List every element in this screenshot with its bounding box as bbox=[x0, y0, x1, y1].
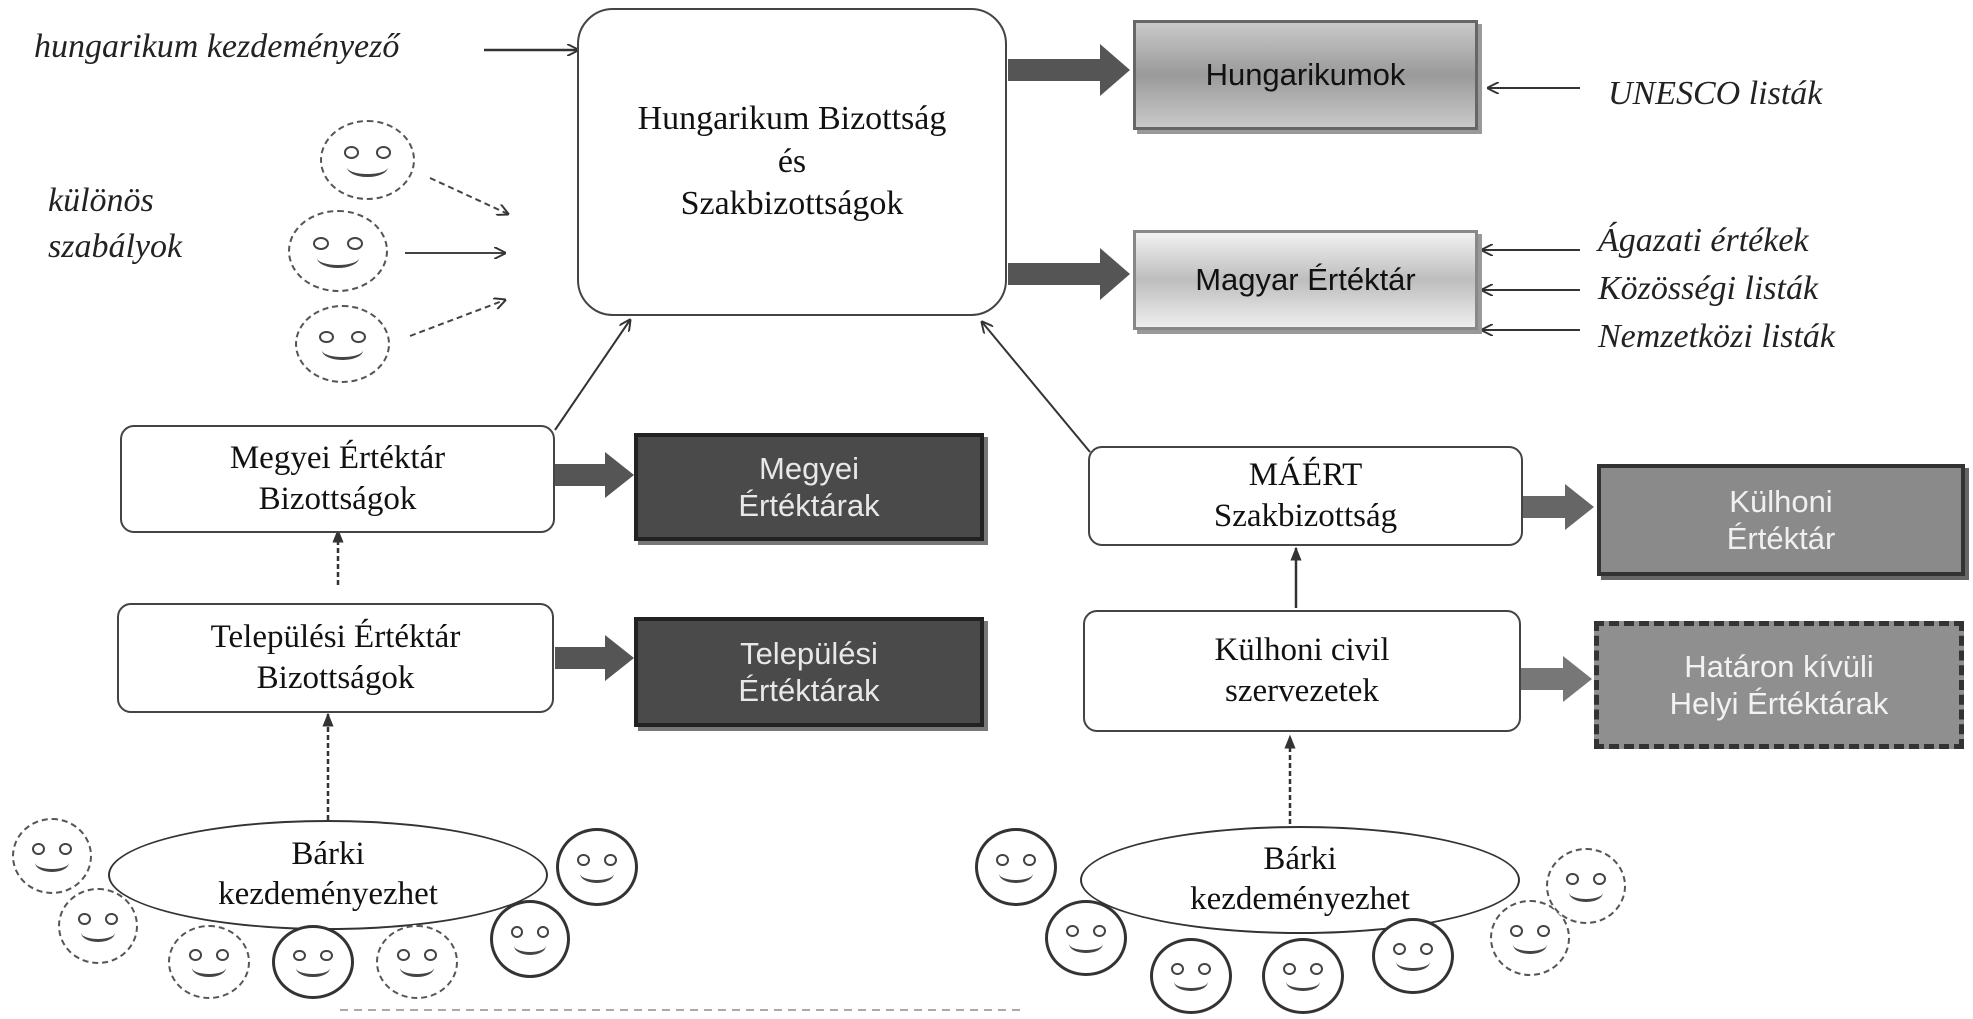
telepulesi-ertektarak-line-1: Települési bbox=[740, 635, 878, 671]
smiley-face-icon bbox=[288, 210, 388, 292]
hatairon-kivuli-box: Határon kívüli Helyi Értéktárak bbox=[1594, 621, 1964, 749]
special-rules-line-1: különös bbox=[48, 182, 154, 219]
telepulesi-committee-box: Települési Értéktár Bizottságok bbox=[117, 603, 554, 713]
telepulesi-committee-line-2: Bizottságok bbox=[256, 660, 415, 696]
anyone-ellipse-left: Bárki kezdeményezhet bbox=[108, 820, 548, 930]
committee-line-2: és bbox=[777, 142, 807, 180]
fat-arrow-to-magyar-ertektar bbox=[1008, 248, 1130, 300]
kulhoni-civil-line-1: Külhoni civil bbox=[1214, 631, 1390, 668]
smiley-face-icon bbox=[1150, 938, 1232, 1014]
committee-line-3: Szakbizottságok bbox=[680, 185, 904, 223]
smiley-face-icon bbox=[320, 120, 415, 200]
hatairon-kivuli-line-2: Helyi Értéktárak bbox=[1669, 686, 1889, 721]
megyei-ertektarak-box: Megyei Értéktárak bbox=[634, 433, 984, 541]
arrow-megyei-to-center bbox=[554, 320, 630, 431]
smiley-face-icon bbox=[272, 925, 354, 999]
anyone-right-line-2: kezdeményezhet bbox=[1190, 881, 1410, 917]
fat-arrow-telepulesi bbox=[555, 635, 634, 681]
anyone-ellipse-right: Bárki kezdeményezhet bbox=[1080, 826, 1520, 934]
anyone-left-line-1: Bárki bbox=[291, 836, 365, 873]
megyei-ertektarak-line-2: Értéktárak bbox=[738, 488, 880, 523]
kulhoni-ertektar-line-1: Külhoni bbox=[1729, 483, 1833, 519]
kulhoni-ertektar-box: Külhoni Értéktár bbox=[1597, 464, 1965, 576]
anyone-left-line-2: kezdeményezhet bbox=[218, 876, 438, 912]
hungarikum-committee-box: Hungarikum Bizottság és Szakbizottságok bbox=[577, 8, 1007, 316]
anyone-right-line-1: Bárki bbox=[1263, 841, 1337, 878]
smiley-face-icon bbox=[376, 925, 458, 999]
fat-arrow-kulhoni bbox=[1523, 484, 1594, 530]
megyei-committee-line-1: Megyei Értéktár bbox=[229, 439, 446, 476]
initiator-label: hungarikum kezdeményező bbox=[34, 28, 400, 65]
smiley-face-icon bbox=[168, 925, 250, 999]
smiley-face-icon bbox=[1490, 900, 1570, 976]
maert-line-2: Szakbizottság bbox=[1213, 498, 1398, 534]
maert-committee-box: MÁÉRT Szakbizottság bbox=[1088, 446, 1523, 546]
fat-arrow-to-hungarikumok bbox=[1008, 44, 1130, 96]
smiley-face-icon bbox=[975, 828, 1057, 906]
fat-arrow-megyei bbox=[555, 452, 634, 498]
megyei-ertektarak-line-1: Megyei bbox=[759, 450, 859, 486]
source-nemzetkozi: Nemzetközi listák bbox=[1598, 318, 1836, 355]
kulhoni-civil-box: Külhoni civil szervezetek bbox=[1083, 610, 1521, 732]
hungarikumok-box: Hungarikumok bbox=[1133, 20, 1478, 130]
smiley-face-icon bbox=[1262, 938, 1344, 1014]
smiley-face-icon bbox=[58, 888, 138, 964]
source-kozossegi: Közösségi listák bbox=[1598, 270, 1819, 307]
smiley-face-icon bbox=[1546, 848, 1626, 924]
maert-line-1: MÁÉRT bbox=[1248, 456, 1363, 493]
committee-line-1: Hungarikum Bizottság bbox=[637, 100, 947, 138]
smiley-face-icon bbox=[490, 900, 570, 978]
fat-arrow-hatairon bbox=[1521, 656, 1592, 702]
hatairon-kivuli-line-1: Határon kívüli bbox=[1684, 648, 1874, 684]
hungarikumok-label: Hungarikumok bbox=[1205, 57, 1406, 93]
kulhoni-ertektar-line-2: Értéktár bbox=[1726, 521, 1836, 556]
smiley-face-icon bbox=[1045, 900, 1127, 976]
smiley-face-icon bbox=[1372, 918, 1454, 994]
arrow-rule-1 bbox=[429, 177, 508, 214]
kulhoni-civil-line-2: szervezetek bbox=[1225, 673, 1379, 709]
telepulesi-ertektarak-line-2: Értéktárak bbox=[738, 673, 880, 708]
smiley-face-icon bbox=[295, 305, 390, 383]
telepulesi-committee-line-1: Települési Értéktár bbox=[210, 618, 461, 655]
megyei-committee-line-2: Bizottságok bbox=[258, 481, 417, 517]
magyar-ertektar-label: Magyar Értéktár bbox=[1195, 262, 1416, 298]
magyar-ertektar-box: Magyar Értéktár bbox=[1133, 230, 1478, 330]
smiley-face-icon bbox=[556, 828, 638, 906]
arrow-rule-3 bbox=[409, 300, 505, 337]
source-agazati: Ágazati értékek bbox=[1598, 222, 1809, 259]
unesco-label: UNESCO listák bbox=[1608, 75, 1823, 112]
telepulesi-ertektarak-box: Települési Értéktárak bbox=[634, 617, 984, 727]
megyei-committee-box: Megyei Értéktár Bizottságok bbox=[120, 425, 555, 533]
arrow-maert-to-center bbox=[982, 322, 1091, 453]
special-rules-line-2: szabályok bbox=[48, 228, 183, 265]
smiley-face-icon bbox=[12, 818, 92, 894]
